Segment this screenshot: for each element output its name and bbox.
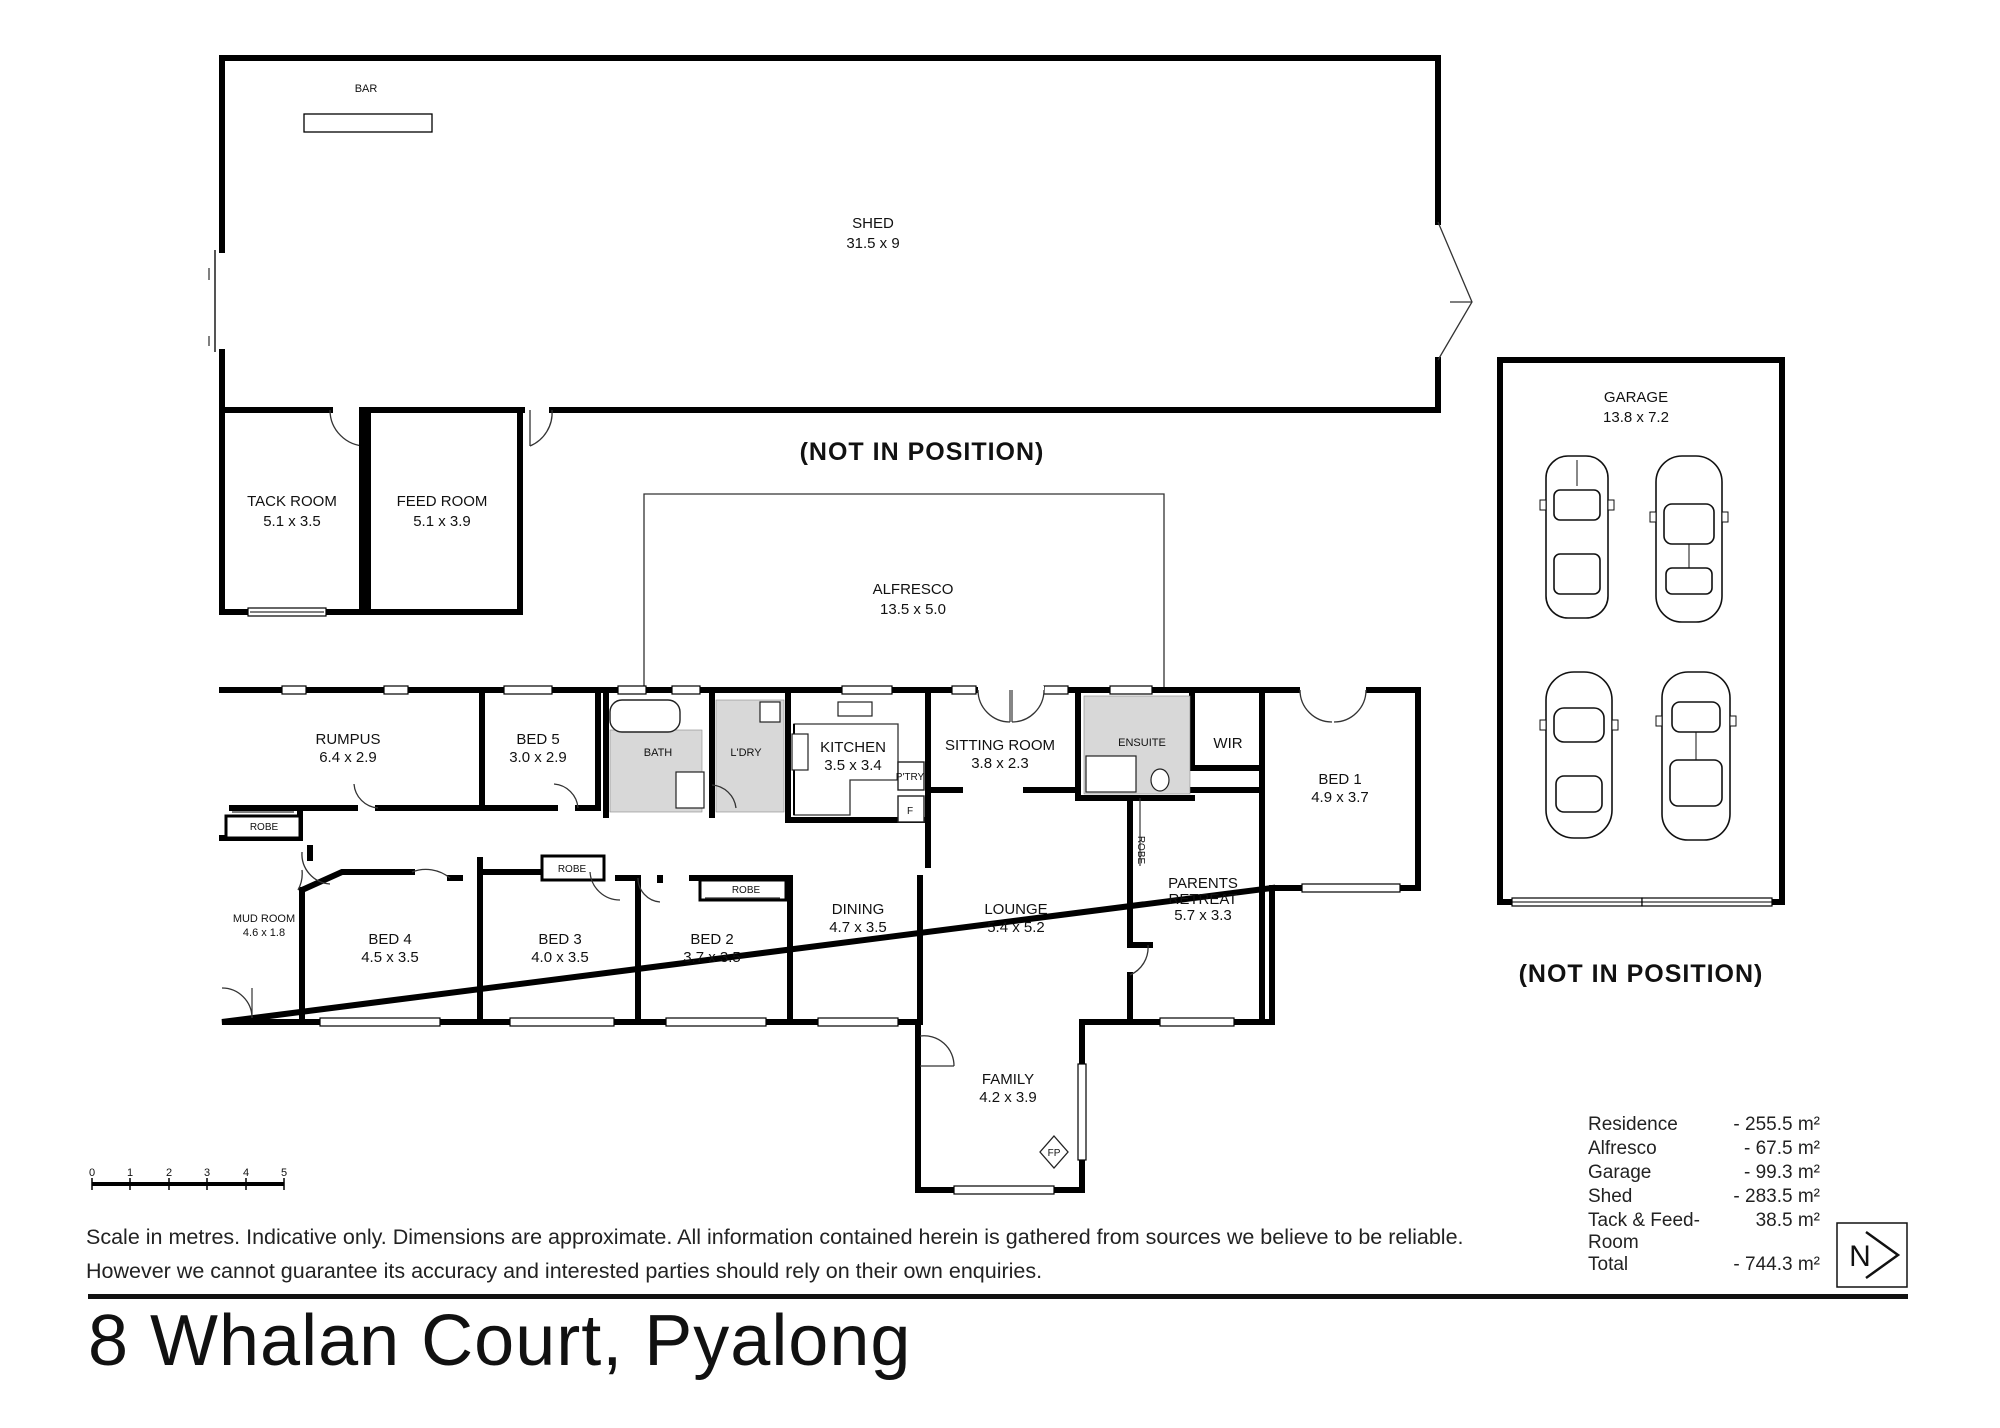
area-value: - 99.3 m²	[1743, 1162, 1820, 1183]
area-label: Residence	[1588, 1114, 1678, 1135]
robe-bed2-label: ROBE	[732, 885, 761, 896]
scale-tick-5: 5	[281, 1167, 287, 1179]
wir-name: WIR	[1213, 735, 1242, 752]
parents-retreat-name: PARENTS	[1168, 875, 1238, 892]
shed-name: SHED	[852, 215, 894, 232]
car-icon	[1649, 455, 1729, 623]
bed4-name: BED 4	[368, 931, 411, 948]
scale-tick-2: 2	[166, 1167, 172, 1179]
fireplace-label: FP	[1048, 1148, 1061, 1159]
area-value: - 744.3 m²	[1733, 1254, 1820, 1275]
tack-room-dims: 5.1 x 3.5	[263, 513, 321, 530]
area-value: - 255.5 m²	[1733, 1114, 1820, 1135]
bed2-name: BED 2	[690, 931, 733, 948]
rumpus-dims: 6.4 x 2.9	[319, 749, 377, 766]
bed3-dims: 4.0 x 3.5	[531, 949, 589, 966]
area-label: Total	[1588, 1254, 1629, 1275]
robe-mud-label: ROBE	[250, 822, 279, 833]
scale-tick-3: 3	[204, 1167, 210, 1179]
lounge-name: LOUNGE	[984, 901, 1047, 918]
area-row-garage: Garage - 99.3 m²	[1588, 1161, 1820, 1185]
parents-retreat-dims: 5.7 x 3.3	[1174, 907, 1232, 924]
family-name: FAMILY	[982, 1071, 1034, 1088]
area-value: 38.5 m²	[1755, 1210, 1820, 1231]
robe-parents-label: ROBE	[1135, 836, 1146, 865]
alfresco-outline	[643, 493, 1165, 690]
scale-tick-4: 4	[243, 1167, 249, 1179]
mud-room-name: MUD ROOM	[233, 913, 295, 925]
dining-dims: 4.7 x 3.5	[829, 919, 887, 936]
bed5-dims: 3.0 x 2.9	[509, 749, 567, 766]
alfresco-name: ALFRESCO	[873, 581, 954, 598]
bed3-name: BED 3	[538, 931, 581, 948]
scale-tick-0: 0	[89, 1167, 95, 1179]
ensuite-name: ENSUITE	[1118, 737, 1166, 749]
area-label: Tack & Feed-	[1588, 1210, 1700, 1231]
feed-room-dims: 5.1 x 3.9	[413, 513, 471, 530]
area-row-room: Room	[1588, 1233, 1820, 1253]
area-label: Garage	[1588, 1162, 1652, 1183]
property-address: 8 Whalan Court, Pyalong	[88, 1301, 912, 1381]
area-row-total: Total - 744.3 m²	[1588, 1253, 1820, 1277]
bar-counter	[303, 113, 433, 133]
car-icon	[1539, 671, 1619, 839]
bar-label: BAR	[355, 83, 378, 95]
bed5-name: BED 5	[516, 731, 559, 748]
ldry-name: L'DRY	[730, 747, 762, 759]
bed1-name: BED 1	[1318, 771, 1361, 788]
bath-name: BATH	[644, 747, 673, 759]
area-row-residence: Residence - 255.5 m²	[1588, 1113, 1820, 1137]
garage-dims: 13.8 x 7.2	[1603, 409, 1669, 426]
parents-retreat-name-2: RETREAT	[1169, 891, 1238, 908]
bed1-dims: 4.9 x 3.7	[1311, 789, 1369, 806]
shed-structure	[208, 55, 1473, 617]
car-icon	[1539, 455, 1615, 619]
bed4-dims: 4.5 x 3.5	[361, 949, 419, 966]
garage-structure	[1497, 357, 1785, 907]
fridge-label: F	[907, 806, 913, 817]
kitchen-name: KITCHEN	[820, 739, 886, 756]
area-label: Alfresco	[1588, 1138, 1657, 1159]
sitting-room-dims: 3.8 x 2.3	[971, 755, 1029, 772]
area-summary-table: Residence - 255.5 m² Alfresco - 67.5 m² …	[1588, 1113, 1820, 1277]
area-value	[1714, 1233, 1820, 1253]
mud-room-dims: 4.6 x 1.8	[243, 927, 285, 939]
rumpus-name: RUMPUS	[315, 731, 380, 748]
area-value: - 283.5 m²	[1733, 1186, 1820, 1207]
scale-bar	[91, 1178, 285, 1190]
dining-name: DINING	[832, 901, 885, 918]
garage-name: GARAGE	[1604, 389, 1668, 406]
area-label: Shed	[1588, 1186, 1633, 1207]
north-letter: N	[1849, 1240, 1871, 1273]
family-dims: 4.2 x 3.9	[979, 1089, 1037, 1106]
area-value: - 67.5 m²	[1743, 1138, 1820, 1159]
pantry-label: P'TRY	[896, 772, 925, 783]
footer-rule	[88, 1294, 1908, 1299]
kitchen-dims: 3.5 x 3.4	[824, 757, 882, 774]
fireplace-icon	[1039, 1135, 1069, 1169]
scale-tick-1: 1	[127, 1167, 133, 1179]
alfresco-dims: 13.5 x 5.0	[880, 601, 946, 618]
north-arrow-icon: N	[1836, 1222, 1908, 1288]
not-in-position-shed: (NOT IN POSITION)	[800, 438, 1045, 466]
area-row-shed: Shed - 283.5 m²	[1588, 1185, 1820, 1209]
residence-walls	[219, 685, 1421, 1195]
robe-bed3-label: ROBE	[558, 864, 587, 875]
bed2-dims: 3.7 x 3.5	[683, 949, 741, 966]
area-label: Room	[1588, 1232, 1639, 1253]
lounge-dims: 5.4 x 5.2	[987, 919, 1045, 936]
shed-dims: 31.5 x 9	[846, 235, 899, 252]
area-row-tack-feed: Tack & Feed- 38.5 m²	[1588, 1209, 1820, 1233]
disclaimer-text: Scale in metres. Indicative only. Dimens…	[86, 1225, 1464, 1283]
sitting-room-name: SITTING ROOM	[945, 737, 1055, 754]
not-in-position-garage: (NOT IN POSITION)	[1519, 960, 1764, 988]
car-icon	[1655, 671, 1737, 841]
tack-room-name: TACK ROOM	[247, 493, 337, 510]
area-row-alfresco: Alfresco - 67.5 m²	[1588, 1137, 1820, 1161]
feed-room-name: FEED ROOM	[397, 493, 488, 510]
